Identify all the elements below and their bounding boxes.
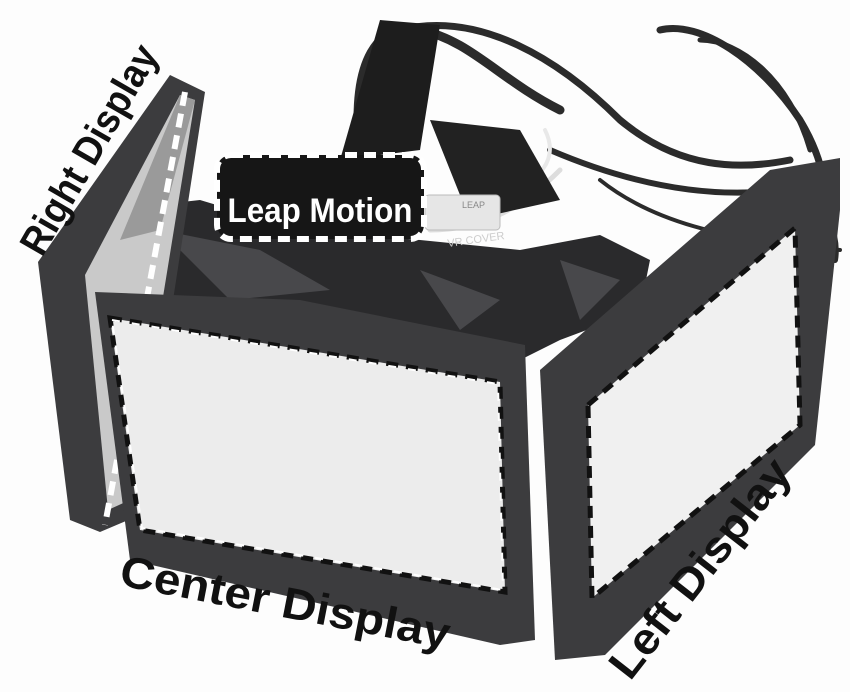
left-display	[540, 158, 840, 660]
leap-motion-tag: Leap Motion	[214, 152, 427, 242]
tape-highlights	[160, 230, 620, 330]
leap-motion-label: Leap Motion	[228, 192, 413, 230]
leap-plug-text: LEAP	[462, 200, 485, 210]
center-display	[95, 292, 535, 645]
head-strap	[340, 20, 440, 160]
usb-plug	[424, 194, 501, 231]
